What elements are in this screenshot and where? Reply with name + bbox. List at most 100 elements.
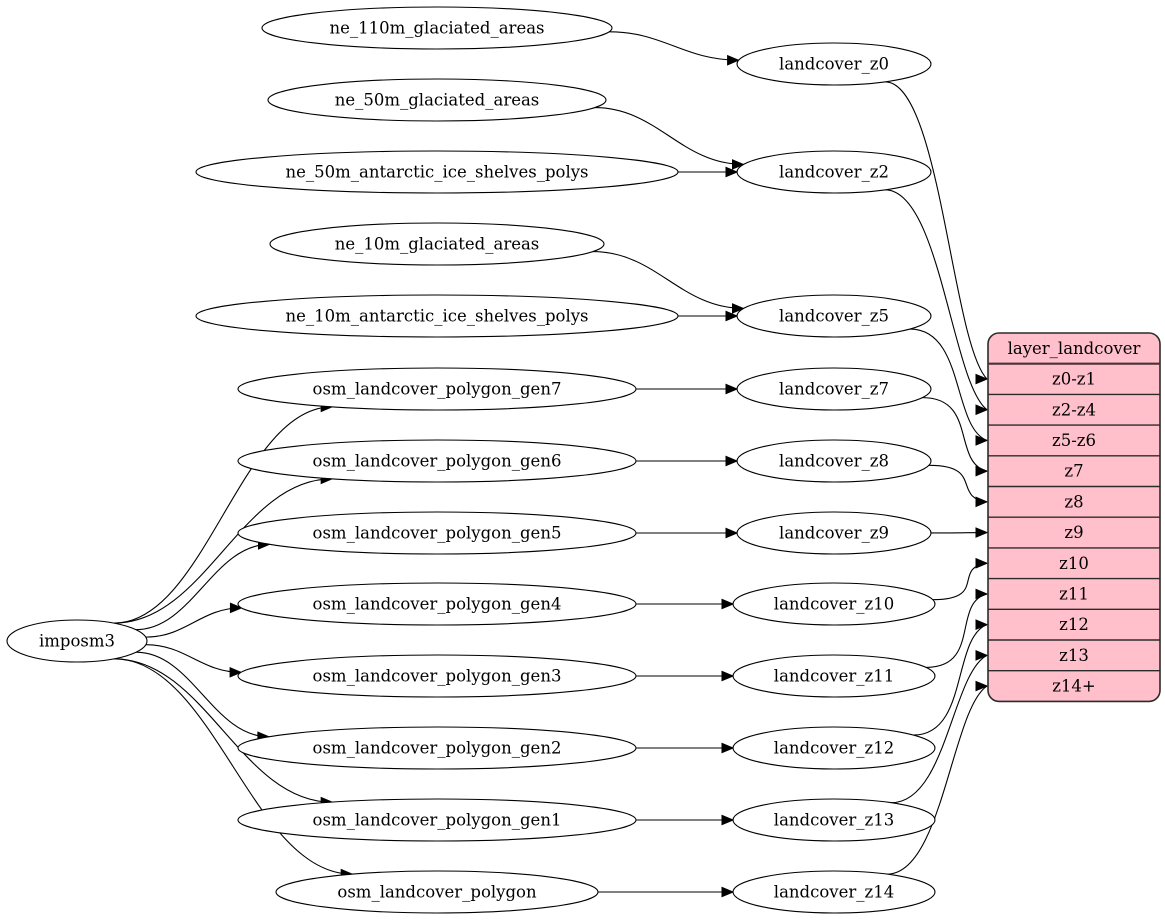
node-ne_10m_glaciated_areas[interactable]: ne_10m_glaciated_areas [269, 222, 605, 266]
node-landcover_z11[interactable]: landcover_z11 [732, 654, 936, 698]
node-shape [237, 367, 637, 411]
node-landcover_z10[interactable]: landcover_z10 [732, 582, 936, 626]
node-label: osm_landcover_polygon_gen3 [313, 667, 562, 686]
table-row-label: z7 [1064, 462, 1083, 481]
table-row[interactable]: z8 [1064, 492, 1083, 511]
table-row-label: z11 [1059, 584, 1089, 603]
node-label: osm_landcover_polygon_gen2 [313, 739, 562, 758]
node-label: landcover_z11 [774, 667, 894, 686]
node-shape [736, 511, 932, 555]
node-ne_10m_antarctic_ice_shelves_polys[interactable]: ne_10m_antarctic_ice_shelves_polys [195, 294, 679, 338]
node-shape [732, 870, 936, 914]
node-shape [195, 294, 679, 338]
node-shape [736, 42, 932, 86]
table-row-label: z5-z6 [1052, 431, 1096, 450]
node-label: landcover_z5 [779, 307, 889, 326]
table-row-label: z8 [1064, 492, 1083, 511]
node-label: landcover_z8 [779, 452, 889, 471]
node-label: landcover_z10 [774, 595, 894, 614]
node-label: landcover_z14 [774, 883, 894, 902]
node-label: osm_landcover_polygon_gen5 [313, 524, 562, 543]
node-label: ne_10m_glaciated_areas [335, 235, 540, 254]
node-label: ne_50m_antarctic_ice_shelves_polys [285, 163, 588, 182]
node-osm_landcover_polygon_gen6[interactable]: osm_landcover_polygon_gen6 [237, 439, 637, 483]
node-label: ne_110m_glaciated_areas [329, 19, 544, 38]
node-shape [736, 294, 932, 338]
node-shape [736, 150, 932, 194]
node-shape [261, 6, 613, 50]
table-row[interactable]: z13 [1059, 646, 1089, 665]
table-row-label: z9 [1064, 523, 1083, 542]
table-row[interactable]: z11 [1059, 584, 1089, 603]
node-shape [195, 150, 679, 194]
table-row-label: z13 [1059, 646, 1089, 665]
node-osm_landcover_polygon_gen4[interactable]: osm_landcover_polygon_gen4 [237, 582, 637, 626]
node-osm_landcover_polygon_gen5[interactable]: osm_landcover_polygon_gen5 [237, 511, 637, 555]
table-row-label: z14+ [1052, 677, 1096, 696]
table-row[interactable]: z12 [1059, 615, 1089, 634]
nodes-layer: imposm3 ne_110m_glaciated_areas ne_50m_gla… [6, 6, 936, 914]
node-label: ne_50m_glaciated_areas [335, 91, 540, 110]
node-label: ne_10m_antarctic_ice_shelves_polys [285, 307, 588, 326]
table-row[interactable]: z5-z6 [1052, 431, 1096, 450]
table-row[interactable]: z10 [1059, 554, 1089, 573]
node-label: landcover_z7 [779, 380, 889, 399]
node-imposm3[interactable]: imposm3 [6, 619, 148, 663]
node-label: landcover_z2 [779, 163, 889, 182]
node-label: landcover_z12 [774, 739, 894, 758]
table-row-label: z2-z4 [1052, 400, 1096, 419]
table-row[interactable]: z14+ [1052, 677, 1096, 696]
node-shape [732, 798, 936, 842]
node-landcover_z9[interactable]: landcover_z9 [736, 511, 932, 555]
node-shape [736, 367, 932, 411]
node-shape [267, 78, 607, 122]
node-ne_50m_glaciated_areas[interactable]: ne_50m_glaciated_areas [267, 78, 607, 122]
node-osm_landcover_polygon_gen2[interactable]: osm_landcover_polygon_gen2 [237, 726, 637, 770]
node-osm_landcover_polygon_gen7[interactable]: osm_landcover_polygon_gen7 [237, 367, 637, 411]
node-ne_50m_antarctic_ice_shelves_polys[interactable]: ne_50m_antarctic_ice_shelves_polys [195, 150, 679, 194]
node-osm_landcover_polygon[interactable]: osm_landcover_polygon [275, 870, 599, 914]
table-row-label: z12 [1059, 615, 1089, 634]
node-shape [237, 654, 637, 698]
node-label: imposm3 [39, 632, 115, 651]
node-shape [269, 222, 605, 266]
node-shape [732, 654, 936, 698]
node-shape [732, 582, 936, 626]
table-row[interactable]: z0-z1 [1052, 370, 1096, 389]
node-label: osm_landcover_polygon_gen7 [313, 380, 562, 399]
node-ne_110m_glaciated_areas[interactable]: ne_110m_glaciated_areas [261, 6, 613, 50]
node-landcover_z5[interactable]: landcover_z5 [736, 294, 932, 338]
table-row[interactable]: z7 [1064, 462, 1083, 481]
node-osm_landcover_polygon_gen1[interactable]: osm_landcover_polygon_gen1 [237, 798, 637, 842]
layer-landcover-table: layer_landcover z0-z1 z2-z4 z5-z6 z7 z8 z9 z10 z… [987, 332, 1161, 703]
node-landcover_z13[interactable]: landcover_z13 [732, 798, 936, 842]
node-landcover_z12[interactable]: landcover_z12 [732, 726, 936, 770]
node-landcover_z2[interactable]: landcover_z2 [736, 150, 932, 194]
node-shape [275, 870, 599, 914]
node-label: osm_landcover_polygon_gen1 [313, 811, 562, 830]
node-shape [237, 582, 637, 626]
node-label: osm_landcover_polygon [337, 883, 537, 902]
table-row-label: z0-z1 [1052, 370, 1096, 389]
node-landcover_z14[interactable]: landcover_z14 [732, 870, 936, 914]
node-osm_landcover_polygon_gen3[interactable]: osm_landcover_polygon_gen3 [237, 654, 637, 698]
node-label: landcover_z13 [774, 811, 894, 830]
node-landcover_z7[interactable]: landcover_z7 [736, 367, 932, 411]
node-landcover_z8[interactable]: landcover_z8 [736, 439, 932, 483]
node-shape [6, 619, 148, 663]
table-row[interactable]: z9 [1064, 523, 1083, 542]
table-row-label: z10 [1059, 554, 1089, 573]
node-label: osm_landcover_polygon_gen4 [313, 595, 562, 614]
node-shape [237, 439, 637, 483]
node-shape [237, 511, 637, 555]
table-row[interactable]: z2-z4 [1052, 400, 1096, 419]
node-landcover_z0[interactable]: landcover_z0 [736, 42, 932, 86]
node-shape [237, 798, 637, 842]
node-shape [736, 439, 932, 483]
node-label: landcover_z9 [779, 524, 889, 543]
node-shape [237, 726, 637, 770]
node-shape [732, 726, 936, 770]
table-header-label: layer_landcover [1008, 339, 1141, 358]
